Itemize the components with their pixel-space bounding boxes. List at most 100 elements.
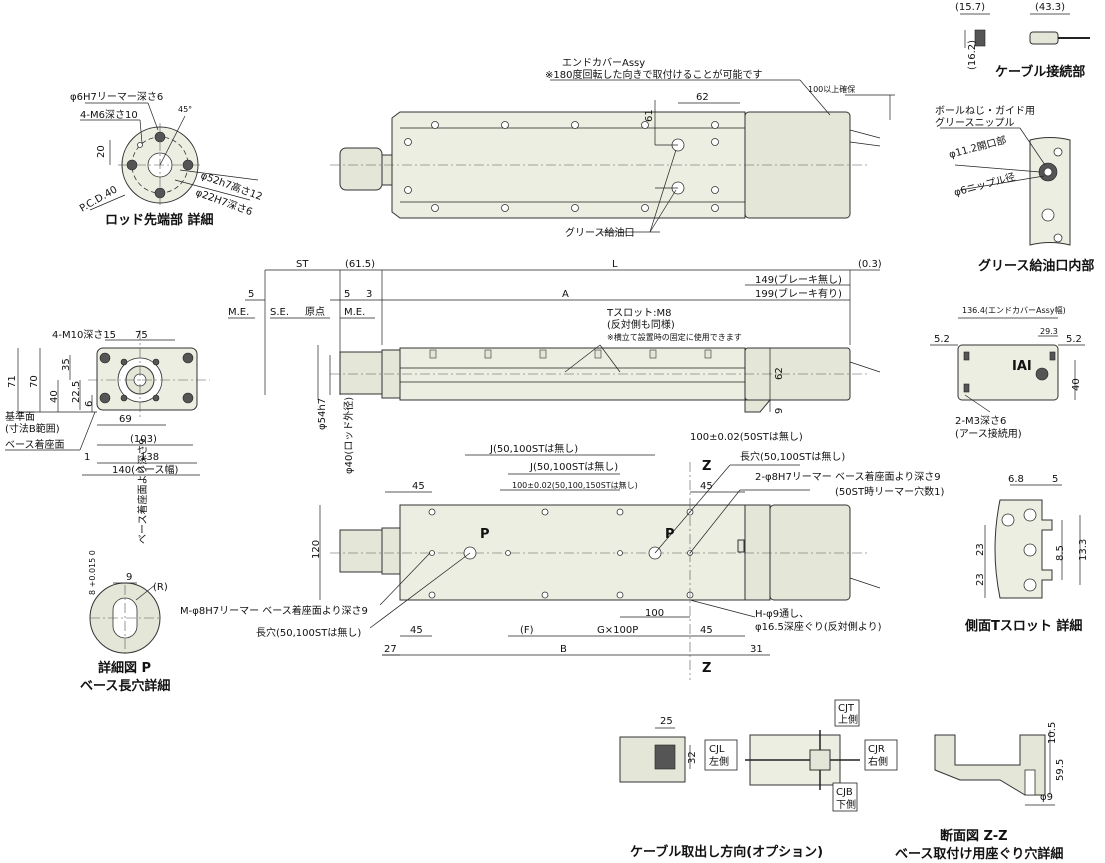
end-cover-label-4: 40 xyxy=(1071,378,1082,391)
iai-logo-icon: IAI xyxy=(1012,359,1032,374)
bottom-view-label-5: 45 xyxy=(700,481,713,492)
bottom-view-label-6: 45 xyxy=(410,625,423,636)
cable-dir-label-0: 25 xyxy=(660,716,673,727)
side-view-label-0: ST xyxy=(296,259,309,270)
bottom-view-label-11: 2-φ8H7リーマー ベース着座面より深さ9 xyxy=(755,470,941,483)
cable-dir-label-8: CJB xyxy=(836,787,853,798)
section-zz-label-0: 10.5 xyxy=(1047,722,1058,744)
bottom-view-label-13: 120 xyxy=(311,540,322,559)
side-view-label-10: M.E. xyxy=(228,307,249,318)
cable-dir-label-2: CJT xyxy=(838,703,855,714)
cable-dir-title: ケーブル取出し方向(オプション) xyxy=(630,844,823,860)
detail-p-label-3: ベース着座面より深さ9 xyxy=(136,438,149,544)
detail-p: 9 (R) 8 +0.015 0 ベース着座面より深さ9 詳細図 P ベース長穴… xyxy=(80,438,170,694)
side-view-label-7: 5 xyxy=(248,289,254,300)
side-view-label-16: ※横立て設置時の固定に使用できます xyxy=(607,332,742,342)
section-zz-title: 断面図 Z-Z xyxy=(940,828,1008,844)
rod-end-title: ロッド先端部 詳細 xyxy=(105,212,214,228)
bottom-view-label-25: 31 xyxy=(750,644,763,655)
bottom-view-label-10: 長穴(50,100STは無し) xyxy=(740,450,845,463)
top-view: エンドカバーAssy ※180度回転した向きで取付けることが可能です 62 61… xyxy=(330,57,895,239)
grease-port: ボールねじ・ガイド用 グリースニップル φ11.2開口部 φ6ニップル径 グリー… xyxy=(935,105,1094,274)
side-view-label-17: 62 xyxy=(774,367,785,380)
grease-title: グリース給油口内部 xyxy=(978,258,1094,274)
section-zz-label-1: 59.5 xyxy=(1055,759,1066,781)
side-view-label-6: 199(ブレーキ有り) xyxy=(755,287,842,300)
side-view: ST (61.5) L (0.3) A 149(ブレーキ無し) 199(ブレーキ… xyxy=(228,259,882,474)
front-view-label-12: 1 xyxy=(84,452,90,463)
bottom-view-label-3: 100±0.02(50,100,150STは無し) xyxy=(512,480,638,490)
bottom-view-label-4: 45 xyxy=(412,481,425,492)
side-view-label-1: (61.5) xyxy=(345,259,375,270)
bottom-view-label-12: (50ST時リーマー穴数1) xyxy=(835,485,944,498)
top-view-label-4: 100以上確保 xyxy=(808,84,855,94)
detail-p-label-0: 9 xyxy=(126,572,132,583)
bottom-view-label-8: Z xyxy=(702,459,711,474)
detail-p-title: 詳細図 P xyxy=(98,660,151,676)
cable-joint-title: ケーブル接続部 xyxy=(995,64,1085,80)
end-cover-label-2: 29.3 xyxy=(1040,327,1058,336)
t-slot-detail: 6.8 5 23 23 8.5 13.3 側面Tスロット 詳細 xyxy=(964,474,1089,634)
cable-dir-label-1: 32 xyxy=(687,751,698,764)
front-view-label-7: 6 xyxy=(84,401,95,407)
t-slot-label-2: 23 xyxy=(975,543,986,556)
bottom-view-label-22: φ16.5深座ぐり(反対側より) xyxy=(755,620,882,633)
bottom-view-label-0: J(50,100STは無し) xyxy=(489,442,578,455)
bottom-view-label-19: (F) xyxy=(520,625,534,636)
side-view-label-18: 9 xyxy=(774,408,785,414)
section-zz-label-2: φ9 xyxy=(1040,792,1053,803)
top-view-label-3: 61 xyxy=(644,109,655,122)
front-view-label-3: 70 xyxy=(29,375,40,388)
bottom-view-label-20: G×100P xyxy=(597,625,638,636)
rod-end-label-4: P.C.D.40 xyxy=(78,184,119,214)
front-view-label-1: 75 xyxy=(135,330,148,341)
front-view-label-0: 4-M10深さ15 xyxy=(52,329,116,341)
side-view-label-15: (反対側も同様) xyxy=(607,318,675,331)
cable-joint-label-1: (43.3) xyxy=(1035,2,1065,13)
side-view-label-12: 原点 xyxy=(305,306,325,318)
grease-label-3: φ6ニップル径 xyxy=(952,170,1016,199)
bottom-view-label-23: 27 xyxy=(384,644,397,655)
bottom-view-label-17: 長穴(50,100STは無し) xyxy=(256,626,361,639)
section-zz: 10.5 59.5 φ9 断面図 Z-Z ベース取付け用座ぐり穴詳細 xyxy=(895,722,1066,862)
side-view-label-9: 3 xyxy=(366,289,372,300)
detail-p-subtitle: ベース長穴詳細 xyxy=(80,678,170,694)
front-view-label-2: 71 xyxy=(7,375,18,388)
bottom-view-label-21: H-φ9通し、 xyxy=(755,608,809,620)
rod-end-detail: φ6H7リーマー深さ6 4-M6深さ10 45° 20 P.C.D.40 φ52… xyxy=(70,91,264,228)
front-view: 4-M10深さ15 75 71 70 40 35 22.5 6 69 (103)… xyxy=(5,329,210,476)
cable-dir-label-6: CJR xyxy=(868,744,885,755)
side-view-label-4: A xyxy=(562,289,569,300)
front-view-label-11: 140(ベース幅) xyxy=(112,463,178,476)
bottom-view-label-15: P xyxy=(665,527,675,542)
cable-dir-label-5: 左側 xyxy=(709,755,729,768)
end-cover-view: IAI 136.4(エンドカバーAssy幅) 5.2 29.3 5.2 40 2… xyxy=(930,305,1085,440)
top-view-label-2: 62 xyxy=(696,92,709,103)
front-view-label-15: ベース着座面 xyxy=(5,438,65,451)
front-view-label-13: 基準面 xyxy=(5,410,35,423)
section-zz-subtitle: ベース取付け用座ぐり穴詳細 xyxy=(895,846,1063,862)
front-view-label-5: 35 xyxy=(61,358,72,371)
cable-joint-label-0: (15.7) xyxy=(955,2,985,13)
front-view-label-4: 40 xyxy=(49,390,60,403)
front-view-label-10: 138 xyxy=(140,452,159,463)
front-view-label-6: 22.5 xyxy=(71,381,82,403)
side-view-label-3: (0.3) xyxy=(858,259,882,270)
top-view-label-1: ※180度回転した向きで取付けることが可能です xyxy=(545,68,762,81)
bottom-view-label-24: B xyxy=(560,644,567,655)
side-view-label-11: S.E. xyxy=(270,307,289,318)
bottom-view-label-9: Z xyxy=(702,661,711,676)
t-slot-title: 側面Tスロット 詳細 xyxy=(964,618,1082,634)
bottom-view-label-16: M-φ8H7リーマー ベース着座面より深さ9 xyxy=(180,604,368,617)
bottom-view-label-14: P xyxy=(480,527,490,542)
end-cover-label-1: 5.2 xyxy=(934,334,950,345)
front-view-label-8: 69 xyxy=(119,414,132,425)
top-view-label-5: グリース給油口 xyxy=(565,226,635,239)
side-view-label-14: Tスロット:M8 xyxy=(606,308,671,319)
side-view-label-5: 149(ブレーキ無し) xyxy=(755,273,842,286)
front-view-label-14: (寸法B範囲) xyxy=(5,422,60,435)
end-cover-label-5: 2-M3深さ6 xyxy=(955,415,1006,427)
side-view-label-19: φ54h7 xyxy=(317,398,328,430)
